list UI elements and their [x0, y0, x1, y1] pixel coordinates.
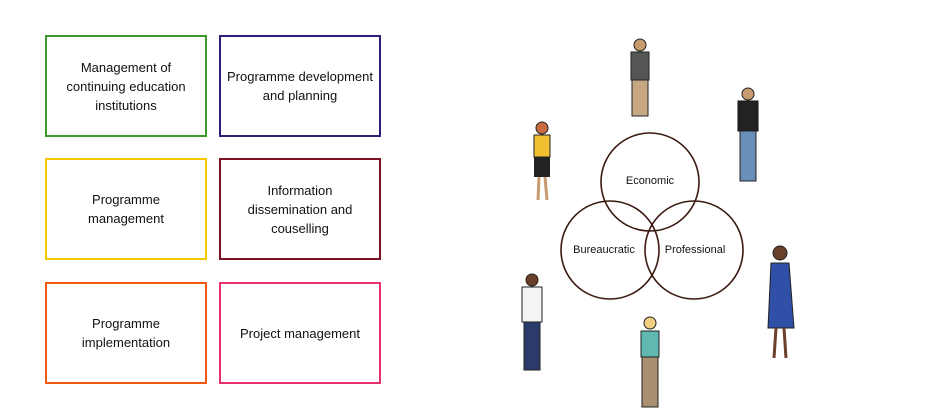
role-box-information-dissemination: Information dissemination and couselling: [219, 158, 381, 260]
venn-label-bureaucratic: Bureaucratic: [573, 244, 635, 256]
person-figure: [521, 273, 543, 371]
role-label: Information dissemination and couselling: [247, 182, 353, 236]
person-figure: [630, 38, 650, 117]
venn-circle-professional: [644, 200, 744, 300]
person-figure: [767, 245, 795, 359]
role-label: Programme implementation: [81, 316, 171, 350]
role-box-programme-development: Programme development and planning: [219, 35, 381, 137]
person-figure: [533, 121, 551, 201]
role-box-programme-implementation: Programme implementation: [45, 282, 207, 384]
role-label: Programme management: [88, 192, 164, 226]
venn-circle-bureaucratic: [560, 200, 660, 300]
role-label: Programme development and planning: [227, 69, 373, 103]
role-box-project-management: Project management: [219, 282, 381, 384]
role-label: Project management: [240, 325, 360, 341]
person-figure: [737, 87, 759, 182]
role-box-management-institutions: Management of continuing education insti…: [45, 35, 207, 137]
role-label: Management of continuing education insti…: [66, 59, 186, 113]
venn-label-economic: Economic: [625, 175, 675, 187]
person-figure: [640, 316, 660, 408]
venn-label-professional: Professional: [664, 244, 726, 256]
venn-circle-economic: [600, 132, 700, 232]
role-box-programme-management: Programme management: [45, 158, 207, 260]
